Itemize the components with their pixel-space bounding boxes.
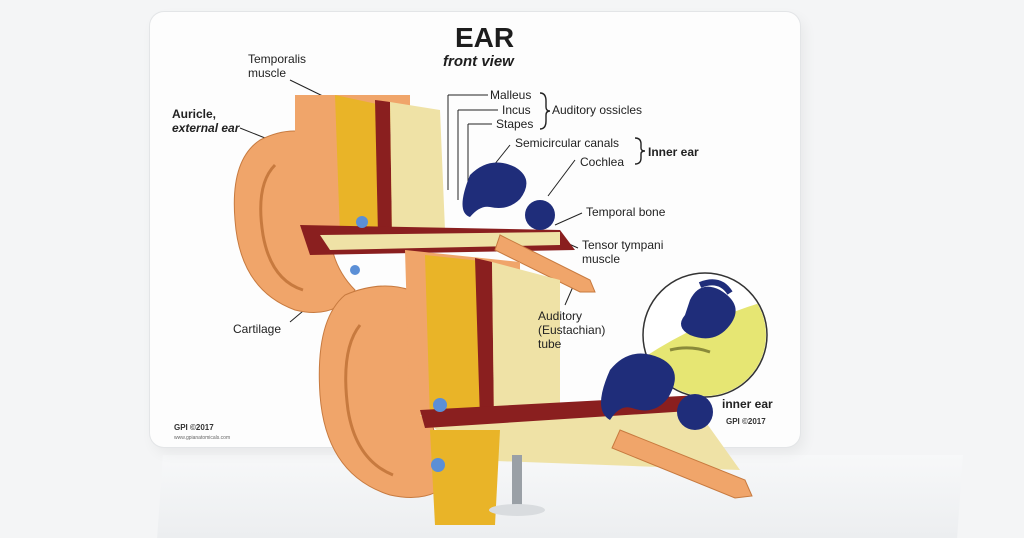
label-stapes: Stapes [496, 117, 534, 131]
label-auricle-2: external ear [172, 121, 240, 135]
card-subtitle: front view [443, 53, 514, 70]
website-left: www.gpianatomicals.com [174, 435, 231, 441]
copyright-right: GPI ©2017 [726, 417, 766, 426]
label-incus: Incus [502, 103, 531, 117]
ear-model-back [233, 95, 596, 313]
label-semicircular-canals: Semicircular canals [515, 136, 620, 150]
label-inset-inner-ear: inner ear [722, 397, 773, 411]
label-auricle-1: Auricle, [172, 107, 217, 121]
label-cartilage: Cartilage [233, 322, 282, 336]
label-auditory-2: (Eustachian) [538, 323, 606, 337]
label-tensor-1: Tensor tympani [582, 238, 664, 252]
label-auditory-1: Auditory [538, 309, 583, 323]
copyright-left: GPI ©2017 [174, 423, 214, 432]
label-inner-ear: Inner ear [648, 145, 699, 159]
label-tensor-2: muscle [582, 252, 621, 266]
label-cochlea: Cochlea [580, 155, 625, 169]
card-title: EAR [455, 22, 515, 53]
label-auditory-ossicles: Auditory ossicles [552, 103, 643, 117]
label-malleus: Malleus [490, 88, 532, 102]
label-temporal-bone: Temporal bone [586, 205, 666, 219]
label-temporalis-2: muscle [248, 66, 287, 80]
label-temporalis-1: Temporalis [248, 52, 307, 66]
label-auditory-3: tube [538, 337, 562, 351]
ear-model-front [318, 250, 753, 525]
